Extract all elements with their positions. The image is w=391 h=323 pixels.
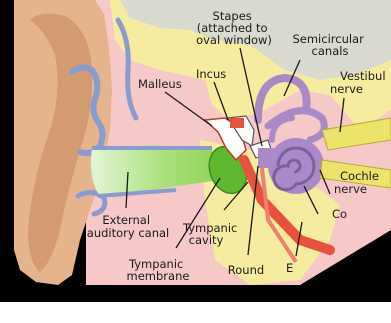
bottom-strip — [0, 302, 391, 323]
label-malleus: Malleus — [138, 77, 182, 91]
label-incus: Incus — [196, 67, 226, 81]
label-tympanic-membrane: Tympanic membrane — [127, 257, 190, 283]
label-eustachian-tube: E — [286, 261, 293, 275]
ossicle-joint — [230, 118, 244, 128]
label-cochlea: Co — [332, 207, 347, 221]
vestibule — [258, 148, 274, 168]
label-round-window: Round — [228, 263, 264, 277]
